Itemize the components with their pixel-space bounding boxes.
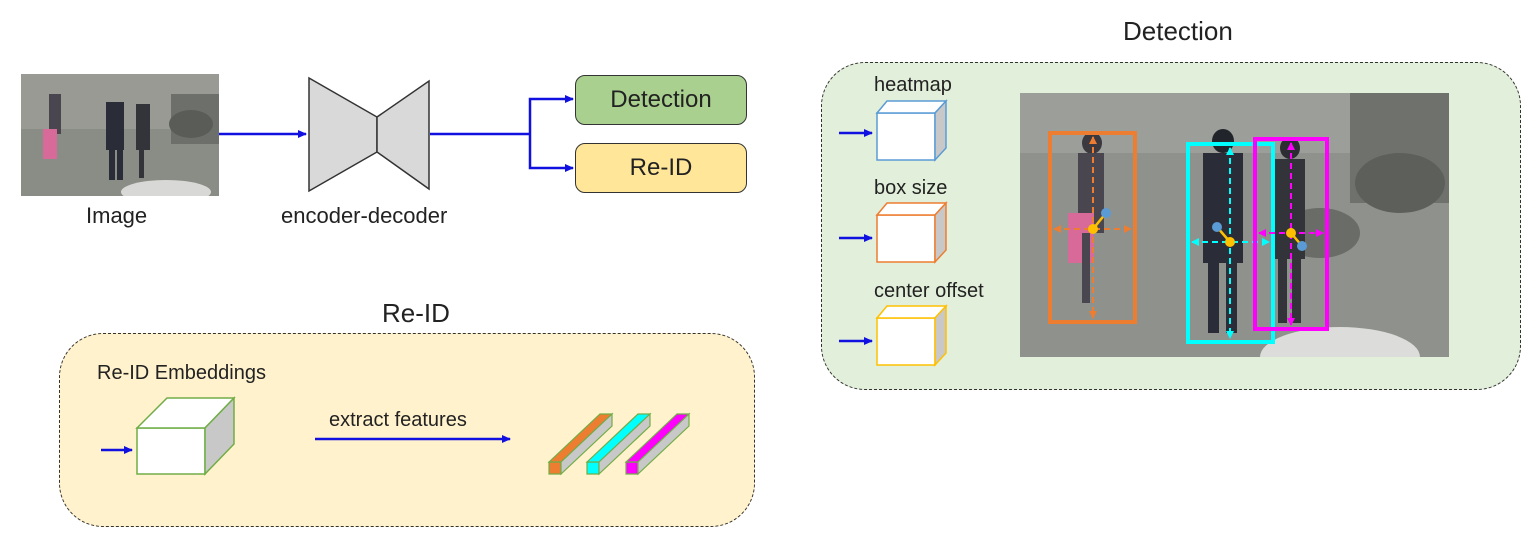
offset-dot-cyan: [1212, 222, 1222, 232]
feature-bar-orange: [547, 412, 614, 476]
decoder-shape: [376, 79, 430, 191]
encoder-decoder-label: encoder-decoder: [281, 203, 448, 228]
reid-branch-box: Re-ID: [575, 143, 747, 193]
detection-panel-title: Detection: [1123, 16, 1233, 46]
heatmap-label: heatmap: [874, 74, 952, 96]
center-offset-label: center offset: [874, 280, 984, 302]
box-size-label: box size: [874, 177, 948, 199]
center-dot-magenta: [1286, 228, 1296, 238]
heatmap-cube: [875, 99, 948, 162]
feature-bar-magenta: [624, 412, 691, 476]
extract-features-label: extract features: [329, 409, 467, 431]
box-size-cube: [875, 201, 948, 264]
offset-dot-orange: [1101, 208, 1111, 218]
center-dot-orange: [1088, 224, 1098, 234]
center-offset-cube: [875, 304, 948, 367]
bbox-magenta: [1253, 137, 1329, 331]
street-scene-image: [21, 74, 219, 196]
reid-embeddings-label: Re-ID Embeddings: [97, 362, 266, 384]
center-dot-cyan: [1225, 237, 1235, 247]
detection-branch-label: Detection: [610, 86, 712, 113]
reid-branch-label: Re-ID: [629, 154, 693, 181]
arrow-to-detection: [528, 95, 574, 134]
detection-branch-box: Detection: [575, 75, 747, 125]
input-image-thumbnail: [21, 74, 219, 196]
bbox-cyan: [1186, 142, 1275, 344]
image-label: Image: [86, 203, 148, 228]
reid-panel-title: Re-ID: [382, 298, 450, 328]
reid-embeddings-cube: [135, 396, 236, 476]
bbox-orange: [1048, 131, 1137, 324]
offset-dot-magenta: [1297, 241, 1307, 251]
feature-bar-cyan: [585, 412, 652, 476]
arrow-to-reid: [528, 134, 574, 172]
